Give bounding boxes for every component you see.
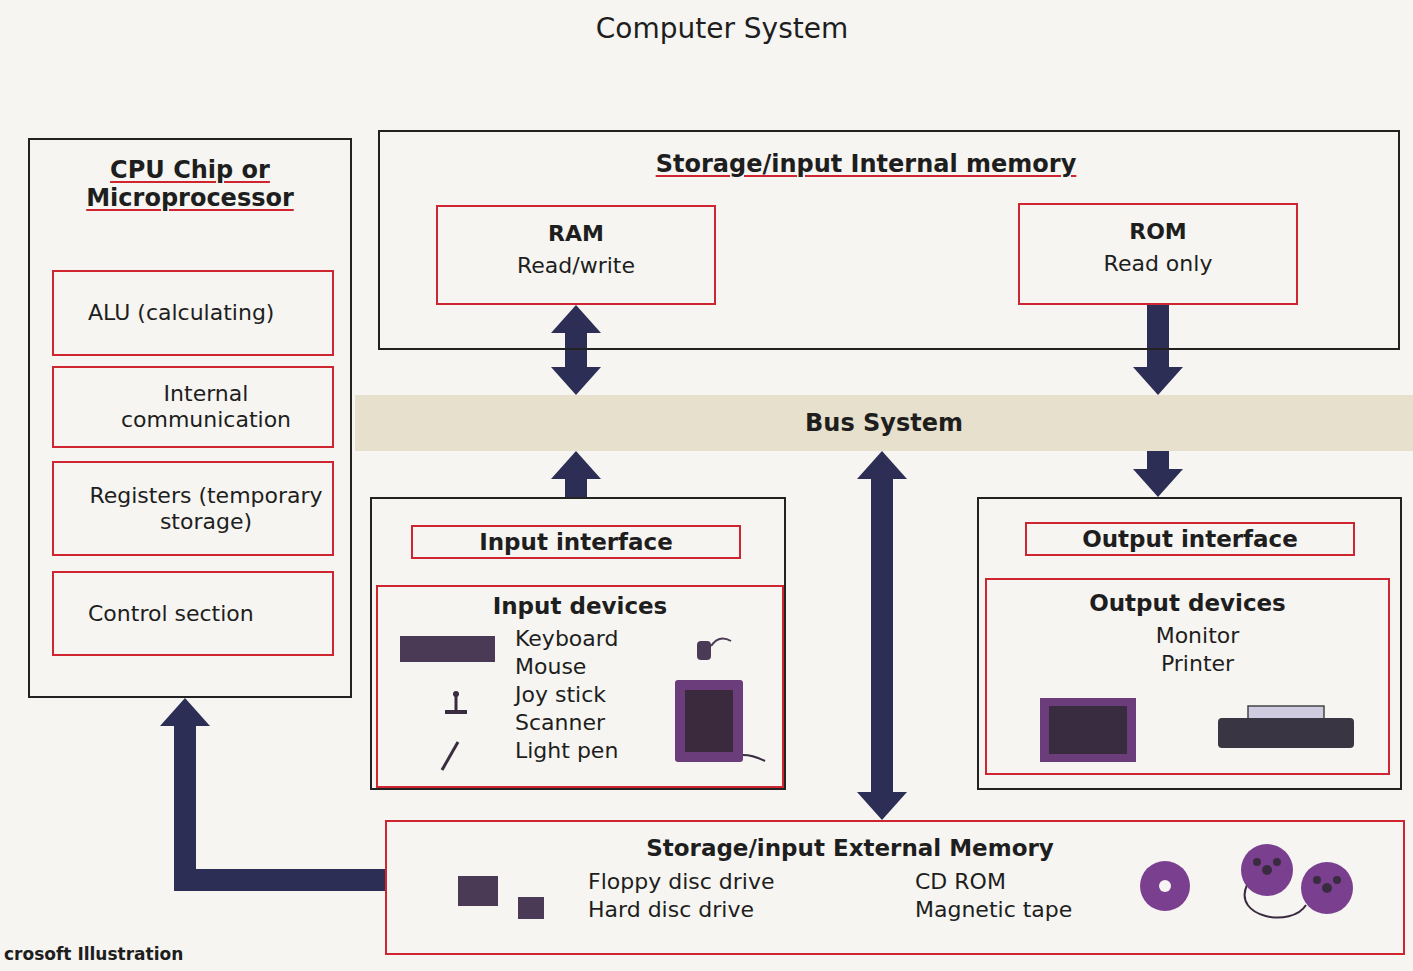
cpu-box: CPU Chip or MicroprocessorALU (calculati… <box>28 138 352 698</box>
printer-icon <box>1218 706 1354 748</box>
node-heading: Control section <box>88 601 254 627</box>
caption: crosoft Illustration <box>4 944 183 964</box>
joystick-icon <box>445 691 467 714</box>
node-text: Read/write <box>438 249 714 283</box>
node-text: Read only <box>1020 247 1296 281</box>
arrow-head <box>1133 469 1183 497</box>
arrow-head <box>160 698 210 726</box>
node-heading: CPU Chip or Microprocessor <box>68 156 312 212</box>
bus-arrow <box>551 305 601 395</box>
rom-box: ROMRead only <box>1018 203 1298 305</box>
device-box: Input devicesKeyboardMouseJoy stickScann… <box>376 585 784 788</box>
arrow-head <box>551 305 601 333</box>
cd-icon <box>1140 861 1190 911</box>
arrow-shaft <box>1147 305 1169 367</box>
node-text: Monitor <box>987 622 1388 650</box>
ram-box: RAMRead/write <box>436 205 716 305</box>
node-heading: Output devices <box>987 588 1388 618</box>
node-heading: Storage/input Internal memory <box>380 150 1352 178</box>
node-heading: Bus System <box>805 409 963 437</box>
bus-band: Bus System <box>355 395 1413 451</box>
arrow-shaft <box>1147 451 1169 469</box>
node-heading: RAM <box>438 219 714 249</box>
interface-box: Output interfaceOutput devicesMonitorPri… <box>977 497 1402 790</box>
arrow-head <box>1133 367 1183 395</box>
node-heading: Input interface <box>411 525 741 559</box>
arrow-head <box>551 451 601 479</box>
mouse-icon <box>697 638 731 660</box>
arrow-head <box>857 792 907 820</box>
bus-arrow <box>1133 451 1183 497</box>
bus-arrow <box>857 451 907 820</box>
component-box: ALU (calculating) <box>52 270 334 356</box>
arrow-shaft <box>871 479 893 792</box>
node-heading: ALU (calculating) <box>88 300 274 326</box>
node-text: Printer <box>987 650 1388 678</box>
node-text: Magnetic tape <box>915 896 1403 924</box>
node-text: CD ROM <box>915 868 1403 896</box>
arrow-shaft <box>185 726 385 880</box>
node-text: Scanner <box>378 709 782 737</box>
arrow-shaft <box>565 333 587 367</box>
node-heading: Internal communication <box>88 381 324 433</box>
node-heading: Storage/input External Memory <box>387 834 1403 862</box>
component-box: Registers (temporary storage) <box>52 461 334 556</box>
node-text: Joy stick <box>378 681 782 709</box>
arrow-head <box>551 367 601 395</box>
node-heading: ROM <box>1020 217 1296 247</box>
node-heading: Registers (temporary storage) <box>88 483 324 535</box>
component-box: Internal communication <box>52 366 334 448</box>
light-pen-icon <box>442 742 458 770</box>
bus-arrow <box>1133 305 1183 395</box>
tape-reels-icon <box>1241 844 1353 917</box>
arrow-head <box>857 451 907 479</box>
node-heading: Input devices <box>378 591 782 621</box>
node-heading: Output interface <box>1025 522 1355 556</box>
diagram-title: Computer System <box>472 12 972 45</box>
node-text: Mouse <box>378 653 782 681</box>
external-memory-box: Storage/input External MemoryFloppy disc… <box>385 820 1405 955</box>
node-text: Hard disc drive <box>588 896 915 924</box>
bus-arrow <box>160 698 385 880</box>
component-box: Control section <box>52 571 334 656</box>
disc-drive-icons <box>458 876 544 919</box>
monitor-icon <box>1040 698 1136 762</box>
arrow-shaft <box>565 479 587 497</box>
node-text: Floppy disc drive <box>588 868 915 896</box>
scanner-icon <box>675 680 765 762</box>
node-text: Keyboard <box>378 625 782 653</box>
device-box: Output devicesMonitorPrinter <box>985 578 1390 775</box>
interface-box: Input interfaceInput devicesKeyboardMous… <box>370 497 786 790</box>
keyboard-icon <box>400 636 495 662</box>
memory-box: Storage/input Internal memoryRAMRead/wri… <box>378 130 1400 350</box>
node-text: Light pen <box>378 737 782 765</box>
bus-arrow <box>551 451 601 497</box>
